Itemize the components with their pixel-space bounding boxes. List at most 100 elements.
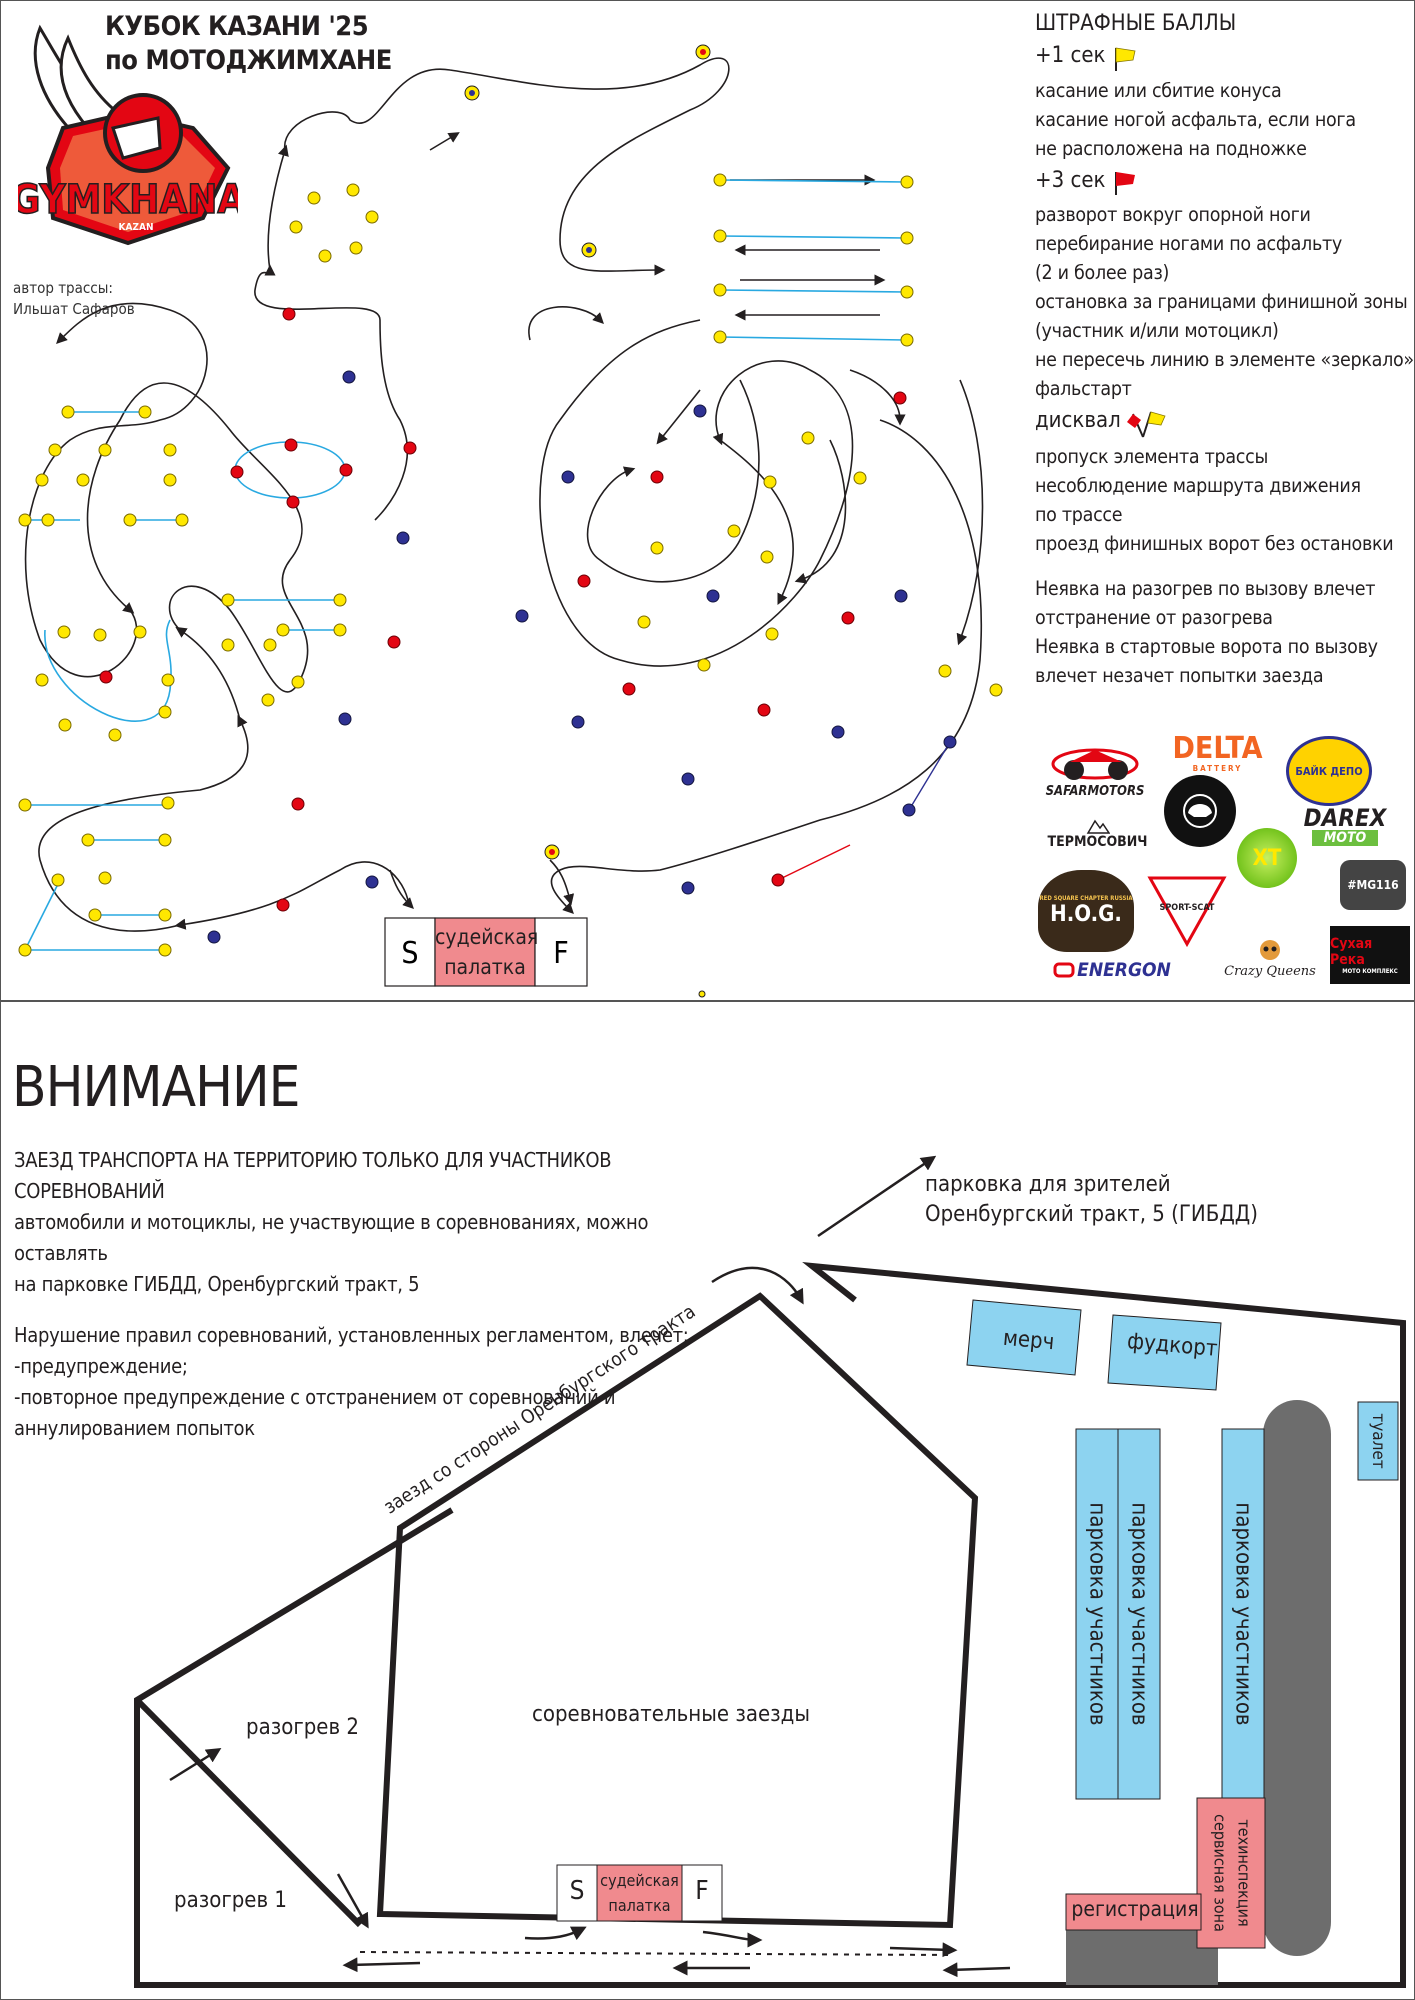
rules-line-4: аннулированием попыток	[14, 1416, 255, 1440]
notice-line-2: автомобили и мотоциклы, не участвующие в…	[14, 1210, 649, 1265]
site-map	[134, 1155, 1406, 1988]
map-judge-tent: судейская палатка	[600, 1871, 679, 1915]
spectator-parking-line-2: Оренбургский тракт, 5 (ГИБДД)	[925, 1202, 1258, 1227]
service-lane	[1263, 1400, 1331, 1956]
energon-logo: ENERGON	[1042, 956, 1182, 984]
penalty-group-2: +3 сек	[1035, 167, 1415, 197]
note-line-3: Неявка в стартовые ворота по вызову	[1035, 634, 1378, 658]
notice-block: ЗАЕЗД ТРАНСПОРТА НА ТЕРРИТОРИЮ ТОЛЬКО ДЛ…	[14, 1145, 714, 1444]
penalty-2-line-1: разворот вокруг опорной ноги	[1035, 203, 1311, 226]
xt-logo: XT	[1237, 828, 1297, 888]
rules-line-3: -повторное предупреждение с отстранением…	[14, 1385, 616, 1409]
mg116-logo: #MG116	[1340, 860, 1406, 910]
entrance-lane	[1066, 1930, 1218, 1985]
penalty-2-label: +3 сек	[1035, 167, 1106, 193]
track-scheme: S F	[18, 44, 1003, 998]
warmup-2-label: разогрев 2	[246, 1715, 360, 1740]
bike-depot-logo: БАЙК ДЕПО	[1286, 736, 1372, 806]
territory-fence	[134, 1262, 1406, 1988]
competition-zone-label: соревновательные заезды	[532, 1702, 810, 1727]
map-finish-gate: F	[695, 1876, 709, 1906]
track-guide-lines	[24, 179, 906, 951]
participant-parking-label-2: парковка участников	[1126, 1502, 1152, 1726]
yellow-flag-icon	[1115, 47, 1136, 71]
event-logo: GYMKHANA KAZAN	[10, 18, 246, 258]
attention-heading: ВНИМАНИЕ	[12, 1055, 300, 1120]
author-name: Ильшат Сафаров	[13, 300, 135, 318]
gymkhana-logo-icon: GYMKHANA KAZAN	[10, 24, 246, 246]
zones	[556, 1299, 1399, 1949]
track-author: автор трассы: Ильшат Сафаров	[13, 278, 135, 320]
note-line-4: влечет незачет попытки заезда	[1035, 663, 1324, 687]
merch-label: мерч	[1002, 1325, 1056, 1356]
penalty-2-line-7: фальстарт	[1035, 377, 1132, 400]
spectator-parking-label: парковка для зрителей Оренбургский тракт…	[925, 1170, 1258, 1230]
penalty-2-line-5: (участник и/или мотоцикл)	[1035, 319, 1279, 342]
tech-inspection-label: техинспекция	[1234, 1819, 1254, 1927]
author-label: автор трассы:	[13, 279, 113, 297]
energon-mark-icon	[1053, 962, 1075, 978]
service-zone-label: сервисная зона	[1210, 1814, 1230, 1932]
penalty-2-line-6: не пересечь линию в элементе «зеркало»	[1035, 348, 1414, 371]
cones-red	[99, 307, 907, 912]
cones-blue	[207, 370, 957, 944]
notice-line-3: на парковке ГИБДД, Оренбургский тракт, 5	[14, 1272, 420, 1296]
judge-tent-label: судейская палатка	[435, 925, 539, 979]
registration-label: регистрация	[1071, 1897, 1199, 1921]
penalty-1-label: +1 сек	[1035, 43, 1106, 68]
delta-logo: DELTA BATTERY	[1172, 730, 1263, 773]
mountain-icon	[1086, 819, 1110, 834]
warmup-1-label: разогрев 1	[174, 1888, 288, 1913]
safarmotors-logo: SAFARMOTORS	[1035, 733, 1155, 805]
penalty-group-3: дисквал	[1035, 407, 1415, 438]
darex-logo: DAREX MOTO	[1303, 804, 1387, 846]
penalty-3-line-3: по трассе	[1035, 502, 1123, 526]
warmup-route-line	[359, 1951, 951, 1956]
start-finish-block: S F	[384, 917, 588, 987]
notice-line-1: ЗАЕЗД ТРАНСПОРТА НА ТЕРРИТОРИЮ ТОЛЬКО ДЛ…	[14, 1148, 612, 1203]
logo-text: GYMKHANA	[18, 177, 238, 223]
start-gate: S	[401, 936, 418, 971]
event-title: КУБОК КАЗАНИ '25 по МОТОДЖИМХАНЕ	[105, 10, 425, 78]
penalties-panel: ШТРАФНЫЕ БАЛЛЫ +1 сек касание или сбитие…	[1035, 10, 1415, 690]
club-badge-logo	[1164, 775, 1236, 847]
rules-line-2: -предупреждение;	[14, 1354, 188, 1378]
penalty-1-line-1: касание или сбитие конуса	[1035, 78, 1282, 102]
section-divider	[0, 1000, 1415, 1002]
penalty-3-line-4: проезд финишных ворот без остановки	[1035, 531, 1394, 555]
rules-line-1: Нарушение правил соревнований, установле…	[14, 1323, 689, 1347]
track-route	[24, 57, 984, 932]
penalties-heading: ШТРАФНЫЕ БАЛЛЫ	[1035, 11, 1237, 36]
cones-yellow	[18, 173, 1003, 957]
map-start-gate: S	[569, 1876, 585, 1906]
note-line-1: Неявка на разогрев по вызову влечет	[1035, 576, 1376, 600]
penalty-3-line-1: пропуск элемента трассы	[1035, 444, 1269, 468]
event-title-line2: по МОТОДЖИМХАНЕ	[105, 45, 392, 76]
penalty-3-label: дисквал	[1035, 408, 1121, 433]
finish-gate: F	[553, 936, 569, 971]
penalty-group-1: +1 сек	[1035, 42, 1415, 72]
helmet-icon	[1183, 794, 1217, 828]
competition-zone	[376, 1292, 979, 1929]
traffic-arrows	[169, 1155, 1011, 1978]
cones-target	[464, 44, 711, 998]
sportscat-logo: SPORT-SCAT	[1146, 874, 1228, 948]
termosovich-logo: ТЕРМОСОВИЧ	[1035, 813, 1160, 855]
crazy-queens-logo: Crazy Queens	[1220, 928, 1320, 988]
spectator-parking-line-1: парковка для зрителей	[925, 1172, 1171, 1197]
penalty-2-line-4: остановка за границами финишной зоны	[1035, 290, 1408, 313]
crossed-flags-icon	[1127, 411, 1166, 437]
toilet-label: туалет	[1368, 1413, 1388, 1469]
motorcycle-icon	[1051, 748, 1139, 780]
sponsors-block: SAFARMOTORS DELTA BATTERY БАЙК ДЕПО DARE…	[1030, 728, 1410, 990]
logo-subtext: KAZAN	[119, 222, 154, 233]
participant-parking-label-1: парковка участников	[1084, 1502, 1110, 1726]
skull-icon	[1260, 939, 1280, 960]
participant-parking-label-3: парковка участников	[1230, 1502, 1256, 1726]
sukhaya-reka-logo: Сухая Река МОТО КОМПЛЕКС	[1330, 926, 1410, 984]
event-title-line1: КУБОК КАЗАНИ '25	[105, 11, 369, 42]
svg-text:SPORT-SCAT: SPORT-SCAT	[1160, 903, 1215, 913]
note-line-2: отстранение от разогрева	[1035, 605, 1273, 629]
hog-logo: RED SQUARE CHAPTER RUSSIA H.O.G.	[1038, 870, 1134, 952]
penalty-1-line-2: касание ногой асфальта, если нога	[1035, 107, 1356, 131]
